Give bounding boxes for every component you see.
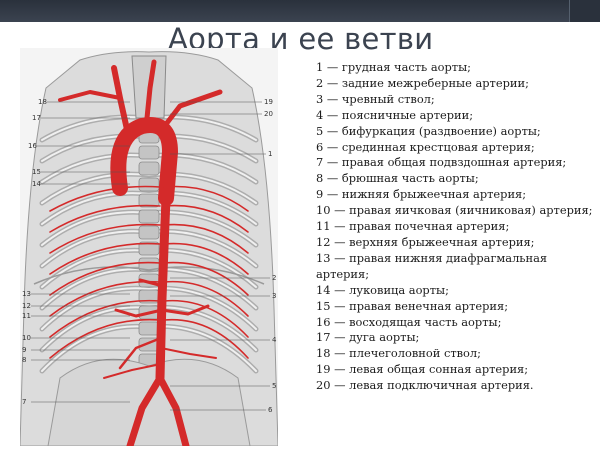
figure-number: 5 xyxy=(272,382,276,390)
left-common-iliac-artery xyxy=(156,374,190,446)
legend-item: 7 — правая общая подвздошная артерия; xyxy=(316,155,567,170)
legend-list: 1 — грудная часть аорты; 2 — задние межр… xyxy=(316,60,598,394)
intercostal-artery xyxy=(49,299,161,338)
legend-item: 15 — правая венечная артерия; xyxy=(316,298,509,313)
figure-number: 2 xyxy=(272,274,276,282)
vertebra xyxy=(138,177,160,192)
figure-number: 6 xyxy=(268,406,273,414)
intercostal-artery xyxy=(163,204,249,233)
vertebra xyxy=(138,225,160,240)
figure-number: 16 xyxy=(28,142,37,150)
intercostal-artery xyxy=(163,299,249,338)
legend-item: 16 — восходящая часть аорты; xyxy=(316,314,502,329)
intercostal-artery xyxy=(163,242,249,275)
right-subclavian-artery xyxy=(58,90,122,102)
lumbar-branches xyxy=(103,347,217,379)
rib-highlight xyxy=(41,325,150,372)
legend-item: 9 — нижняя брыжеечная артерия; xyxy=(316,187,527,202)
diaphragm xyxy=(33,266,265,285)
mesenteric-artery xyxy=(118,336,163,370)
slide-top-bar-accent xyxy=(569,0,600,22)
legend-item: 10 — правая яичковая (яичниковая) артери… xyxy=(316,203,593,218)
rib-highlight xyxy=(41,154,150,183)
right-common-iliac-artery xyxy=(126,374,164,446)
figure-number: 19 xyxy=(264,98,273,106)
rib-highlight xyxy=(41,230,150,267)
legend-item: 14 — луковица аорты; xyxy=(316,282,449,297)
descending-aorta xyxy=(155,193,171,383)
intercostal-artery xyxy=(163,223,249,254)
figure-number: 11 xyxy=(22,312,31,320)
legend-item: 4 — поясничные артерии; xyxy=(316,107,474,122)
intercostal-artery xyxy=(163,280,249,317)
intercostal-artery xyxy=(49,261,161,296)
intercostal-artery xyxy=(49,223,161,254)
vertebra xyxy=(138,321,160,336)
rib-highlight xyxy=(41,192,150,225)
legend-item: 17 — дуга аорты; xyxy=(316,330,420,345)
rib-highlight xyxy=(41,287,150,330)
legend-item: 20 — левая подключичная артерия. xyxy=(316,378,534,393)
slide-top-bar xyxy=(0,0,600,22)
figure-number: 13 xyxy=(22,290,31,298)
renal-artery-right xyxy=(114,308,164,318)
vertebra xyxy=(138,241,160,256)
posterior-intercostal-arteries xyxy=(49,185,249,359)
intercostal-artery xyxy=(163,318,249,359)
intercostal-artery xyxy=(49,280,161,317)
vertebra xyxy=(138,209,160,224)
legend-item: 2 — задние межреберные артерии; xyxy=(316,75,529,90)
vertebra xyxy=(138,145,160,160)
legend-item: 18 — плечеголовной ствол; xyxy=(316,346,481,361)
legend-item: 12 — верхняя брыжеечная артерия; xyxy=(316,234,535,249)
ribs-highlight xyxy=(41,115,257,372)
intercostal-artery xyxy=(49,204,161,233)
figure-number: 10 xyxy=(22,334,31,342)
figure-number: 15 xyxy=(32,168,41,176)
rib-highlight xyxy=(41,249,150,288)
figure-number: 1 xyxy=(268,150,272,158)
rib-highlight xyxy=(41,173,150,204)
figure-number: 8 xyxy=(22,356,26,364)
legend-item: 8 — брюшная часть аорты; xyxy=(316,171,479,186)
legend-item: 6 — срединная крестцовая артерия; xyxy=(316,139,535,154)
figure-number: 3 xyxy=(272,292,276,300)
left-common-carotid-artery xyxy=(143,59,157,131)
vertebra xyxy=(138,161,160,176)
legend-item: 3 — чревный ствол; xyxy=(316,91,435,106)
legend-item: 13 — правая нижняя диафрагмальная артери… xyxy=(316,250,548,281)
legend-item: 11 — правая почечная артерия; xyxy=(316,219,510,234)
figure-number: 17 xyxy=(32,114,41,122)
legend-item: 19 — левая общая сонная артерия; xyxy=(316,362,529,377)
rib-highlight xyxy=(41,268,150,309)
figure-number: 18 xyxy=(38,98,47,106)
figure-number: 7 xyxy=(22,398,26,406)
rib-highlight xyxy=(148,154,257,183)
aorta-arteries xyxy=(58,59,223,446)
legend-item: 1 — грудная часть аорты; xyxy=(316,60,472,74)
intercostal-artery xyxy=(49,185,161,212)
intercostal-artery xyxy=(163,185,249,212)
figure-number: 4 xyxy=(272,336,277,344)
rib-highlight xyxy=(41,306,150,351)
intercostal-artery xyxy=(49,318,161,359)
figure-number: 14 xyxy=(32,180,41,188)
renal-artery-left xyxy=(160,304,210,316)
rib-highlight xyxy=(41,211,150,246)
figure-number: 12 xyxy=(22,302,31,310)
intercostal-artery xyxy=(163,261,249,296)
figure-number: 20 xyxy=(264,110,273,118)
leader-lines xyxy=(31,101,270,411)
intercostal-artery xyxy=(49,242,161,275)
aortic-arch xyxy=(110,117,178,206)
legend-item: 5 — бифуркация (раздвоение) аорты; xyxy=(316,123,541,138)
figure-number: 9 xyxy=(22,346,26,354)
